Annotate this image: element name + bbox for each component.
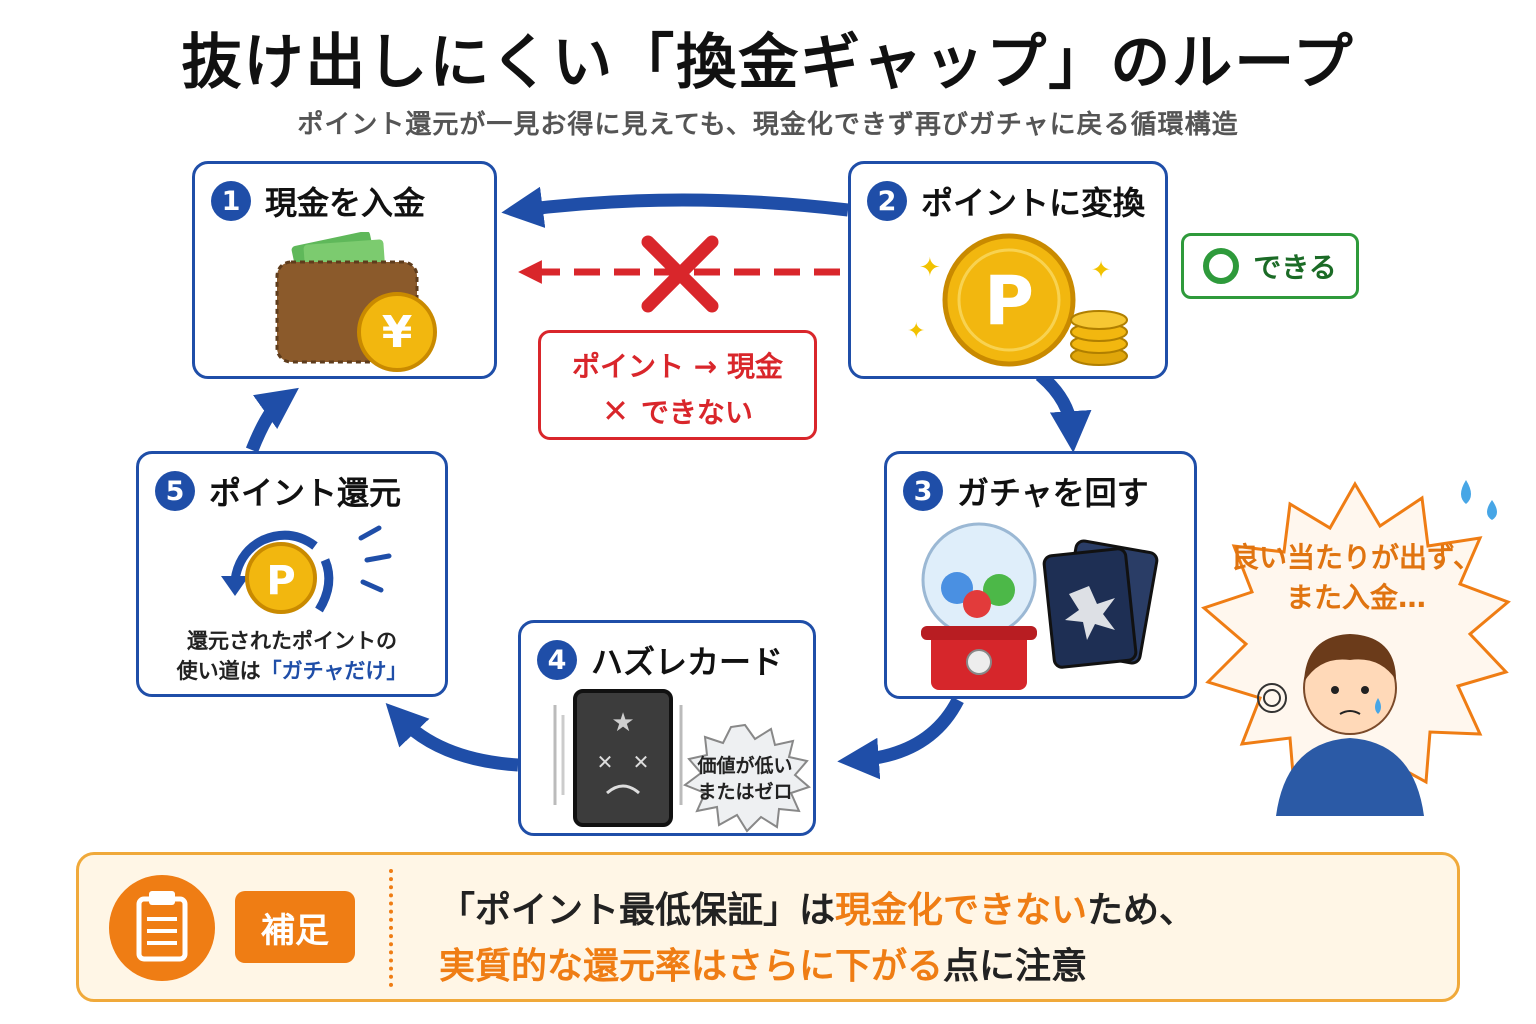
desc-line1: 還元されたポイントの: [187, 629, 397, 653]
note-tag: 補足: [235, 891, 355, 963]
svg-text:P: P: [266, 558, 295, 604]
arrow-3-to-4: [837, 696, 964, 780]
svg-text:✕: ✕: [633, 750, 650, 774]
step-number: 2: [867, 181, 907, 221]
svg-text:✕: ✕: [597, 750, 614, 774]
note-line2: 実質的な還元率はさらに下がる点に注意: [439, 937, 1087, 989]
low-value-line1: 価値が低い: [697, 755, 793, 777]
step-label: ガチャを回す: [957, 474, 1149, 512]
thought-line1: 良い当たりが出ず、: [1230, 541, 1482, 574]
cannot-convert-title: ポイント → 現金: [572, 350, 783, 383]
burst-badge-icon: [682, 723, 811, 833]
step-5-card: 5 ポイント還元 P 還元されたポイントの 使い道は「ガチャだけ」: [136, 451, 448, 697]
can-convert-text: できる: [1253, 251, 1337, 284]
step-number: 3: [903, 471, 943, 511]
circle-ok-icon: [1203, 248, 1240, 284]
wallet-yen-icon: ¥: [275, 232, 437, 372]
arrow-4-to-5: [385, 702, 519, 772]
worried-burst-icon: [1201, 480, 1511, 816]
can-convert-badge: できる: [1181, 233, 1359, 299]
step-number: 5: [155, 471, 195, 511]
step-5-description: 還元されたポイントの 使い道は「ガチャだけ」: [139, 626, 445, 686]
point-coin-icon: ✦ ✦ ✦ P: [907, 233, 1128, 367]
low-value-line2: またはゼロ: [697, 781, 793, 803]
step-label: 現金を入金: [265, 184, 426, 222]
svg-text:✦: ✦: [1091, 256, 1111, 284]
step-1-card: 1 現金を入金 ¥: [192, 161, 497, 379]
svg-text:¥: ¥: [382, 307, 413, 358]
step-3-card: 3 ガチャを回す: [884, 451, 1197, 699]
cannot-convert-text: できない: [640, 396, 753, 429]
arrow-5-to-1: [245, 387, 299, 453]
bad-card-icon: ★ ✕ ✕: [553, 689, 683, 827]
svg-text:✦: ✦: [919, 253, 941, 283]
step-label: ハズレカード: [591, 643, 784, 681]
note-line1: 「ポイント最低保証」は現金化できないため、: [439, 881, 1195, 933]
desc-line2-pre: 使い道は: [176, 659, 261, 683]
clipboard-icon: [109, 875, 215, 981]
cross-icon: ✕: [602, 392, 629, 430]
desc-line2-highlight: 「ガチャだけ」: [260, 659, 408, 683]
step-number: 1: [211, 181, 251, 221]
person-icon: [1276, 738, 1424, 816]
point-return-icon: P: [221, 525, 392, 614]
arrow-2-to-3: [1035, 370, 1092, 453]
cannot-convert-box: ポイント → 現金 ✕ できない: [538, 330, 817, 440]
low-value-badge: 価値が低い またはゼロ: [693, 753, 797, 805]
svg-text:★: ★: [611, 708, 634, 738]
step-label: ポイント還元: [209, 474, 402, 512]
step-label: ポイントに変換: [921, 184, 1146, 222]
note-line2-b: 点に注意: [943, 946, 1088, 987]
svg-text:✦: ✦: [907, 319, 925, 344]
note-line2-highlight: 実質的な還元率はさらに下がる: [439, 946, 944, 987]
step-number: 4: [537, 640, 577, 680]
note-line1-highlight: 現金化できない: [835, 890, 1088, 931]
svg-text:P: P: [984, 262, 1034, 341]
blocked-x-icon: [641, 235, 719, 313]
note-line1-c: ため、: [1087, 890, 1196, 931]
thought-line2: また入金…: [1285, 581, 1426, 614]
note-panel: 補足 「ポイント最低保証」は現金化できないため、 実質的な還元率はさらに下がる点…: [76, 852, 1460, 1002]
arrow-2-to-1: [501, 186, 849, 229]
note-divider: [389, 869, 393, 987]
page-subtitle: ポイント還元が一見お得に見えても、現金化できず再びガチャに戻る循環構造: [297, 110, 1239, 140]
thought-text: 良い当たりが出ず、 また入金…: [1225, 538, 1487, 618]
gacha-machine-icon: [921, 522, 1159, 690]
step-4-card: 4 ハズレカード ★ ✕ ✕ 価値が低い またはゼロ: [518, 620, 816, 836]
page-title: 抜け出しにくい「換金ギャップ」のループ: [181, 28, 1355, 98]
note-line1-a: 「ポイント最低保証」は: [439, 890, 836, 931]
step-2-card: 2 ポイントに変換 ✦ ✦ ✦ P: [848, 161, 1168, 379]
